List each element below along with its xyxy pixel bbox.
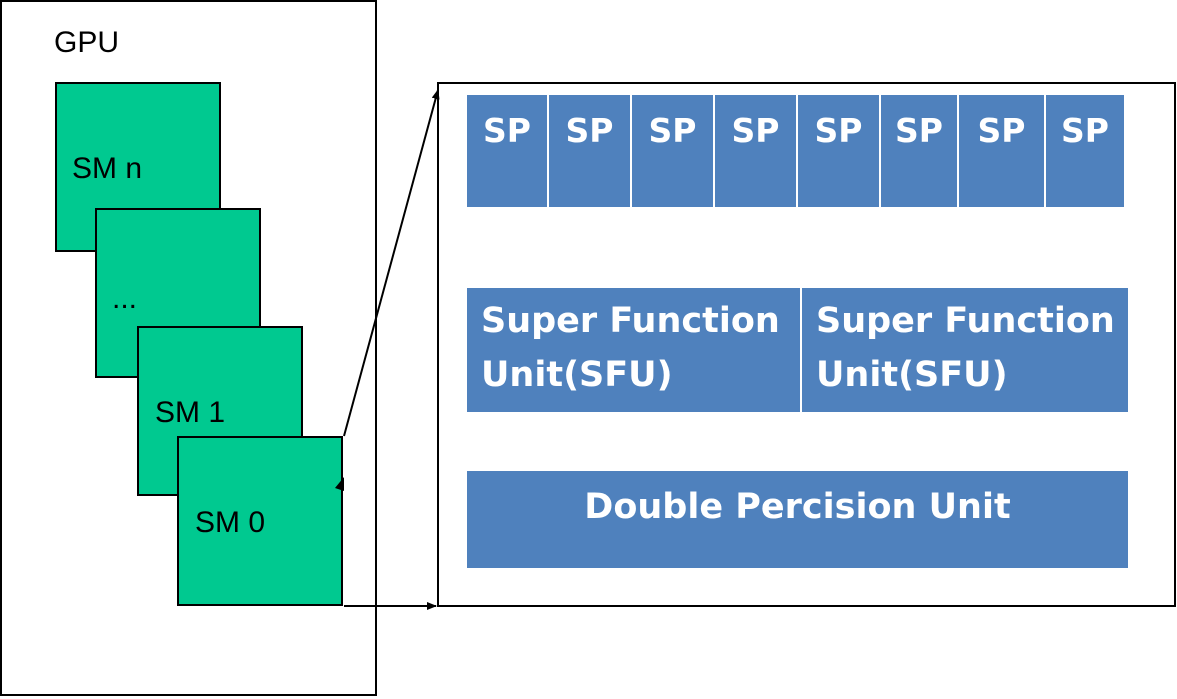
sp-unit: SP: [959, 95, 1044, 207]
gpu-label: GPU: [54, 26, 120, 59]
sm-label: SM n: [72, 152, 143, 185]
sp-unit: SP: [798, 95, 879, 207]
sfu-unit: Super Function Unit(SFU): [802, 288, 1128, 412]
sm-label: SM 1: [155, 396, 226, 429]
double-precision-unit: Double Percision Unit: [467, 471, 1128, 568]
sm-label: ...: [112, 282, 138, 315]
sm-card-0: SM 0: [177, 436, 343, 606]
sp-unit: SP: [1046, 95, 1124, 207]
sp-unit: SP: [881, 95, 957, 207]
sfu-unit: Super Function Unit(SFU): [467, 288, 800, 412]
sp-unit: SP: [715, 95, 796, 207]
sm-label: SM 0: [195, 506, 266, 539]
small-arrowhead: [335, 477, 344, 491]
gpu-container: [0, 0, 377, 696]
connector-arrow-top: [343, 89, 440, 437]
sp-unit: SP: [549, 95, 630, 207]
sp-unit: SP: [467, 95, 547, 207]
sp-unit: SP: [632, 95, 713, 207]
